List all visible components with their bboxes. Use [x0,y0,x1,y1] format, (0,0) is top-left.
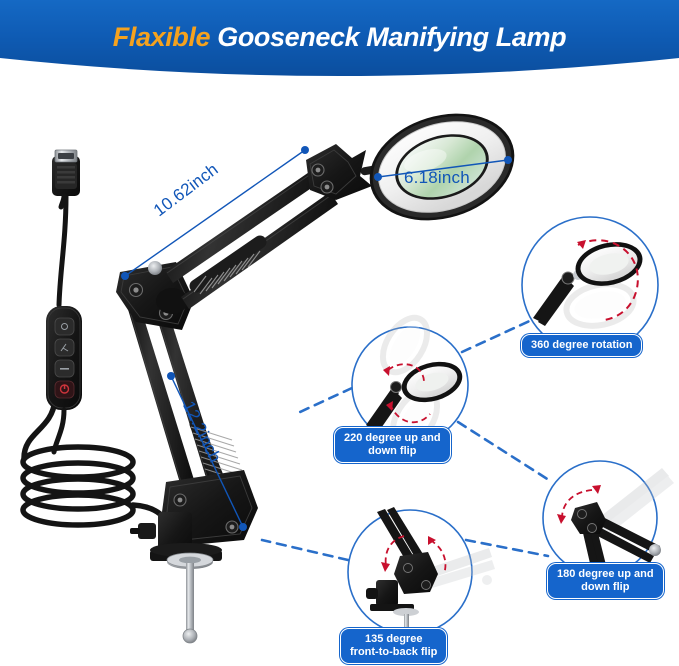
coiled-cable [20,397,169,528]
controller-buttons [54,317,75,399]
dimension-line-12-2 [167,372,247,531]
callout-connectors [260,316,554,562]
usb-cable-upper [56,193,69,308]
connector-220-to-180 [456,420,554,484]
color-mode-button[interactable] [54,338,75,357]
connector-220-to-product [298,386,354,414]
connector-135-to-product [260,538,350,562]
power-button[interactable] [54,380,75,399]
dimension-lines [121,146,512,531]
dimension-line-10-62 [121,146,309,280]
callout-label-rotation: 360 degree rotation [521,334,643,357]
magnifying-lens [398,136,486,198]
magnifier-lamp-head [369,113,515,221]
desk-clamp [130,470,258,644]
usb-a-connector [52,149,80,210]
clamp-thumb-knob[interactable] [130,523,156,539]
page-title: Flaxible Gooseneck Manifying Lamp [0,22,679,53]
brightness-button[interactable] [54,317,75,336]
banner-background-shape [0,0,679,76]
callout-circle-flip-220 [351,314,469,449]
header-banner: Flaxible Gooseneck Manifying Lamp [0,0,679,82]
page-title-accent: Flaxible [112,22,211,52]
page-title-main: Gooseneck Manifying Lamp [210,22,567,52]
dimension-line-6-18 [374,156,512,181]
dimension-label-lens: 6.18inch [404,168,470,187]
connector-220-to-360 [460,316,538,354]
callout-circle-rotation [521,216,659,354]
inline-controller [46,306,82,455]
callout-label-flip-180: 180 degree up and down flip [547,563,664,599]
callout-label-flip-220: 220 degree up and down flip [334,427,451,463]
callout-circle-flip-135 [347,507,495,636]
connector-135-to-180 [464,538,550,558]
callout-circle-flip-180 [542,460,674,576]
callout-label-flip-135: 135 degree front-to-back flip [340,628,448,664]
upper-arm-spring [189,235,267,295]
clamp-screw[interactable] [166,552,214,644]
